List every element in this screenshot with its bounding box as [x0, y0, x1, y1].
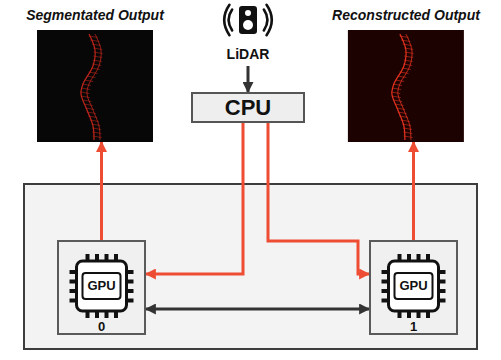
gpu-enclosure: [24, 184, 477, 349]
sound-wave: [267, 5, 272, 35]
speaker-tweeter: [245, 10, 251, 16]
point-cloud-scan: [404, 56, 413, 58]
point-cloud-scan: [81, 88, 90, 90]
data-flow-arrow: [100, 142, 103, 240]
point-cloud-scan: [92, 128, 101, 130]
point-cloud-scan: [403, 132, 412, 134]
point-cloud-edge: [87, 34, 101, 140]
point-cloud-scan: [93, 56, 102, 58]
point-cloud-scan: [92, 44, 101, 46]
point-cloud-scan: [89, 72, 98, 74]
sensor-label: LiDAR: [227, 45, 270, 63]
device-index: 0: [98, 320, 105, 334]
point-cloud-scan: [84, 104, 93, 106]
speaker-woofer: [243, 20, 253, 30]
point-cloud-scan: [403, 64, 412, 66]
segmented-output-image: Segmentated Output: [20, 2, 170, 142]
image-heading: Segmentated Output: [26, 6, 164, 24]
chip-die: [83, 273, 121, 299]
point-cloud-scan: [81, 96, 90, 98]
sound-wave: [229, 10, 233, 31]
point-cloud-scan: [392, 96, 401, 98]
chip-label: GPU: [399, 278, 427, 294]
point-cloud-scan: [92, 64, 101, 66]
data-flow-arrow: [146, 123, 243, 274]
point-cloud-scan: [82, 100, 91, 102]
point-cloud-scan: [91, 124, 100, 126]
data-flow-arrow: [412, 142, 415, 240]
point-cloud-scan: [403, 128, 412, 130]
point-cloud-scan: [88, 116, 97, 118]
device-index: 1: [410, 320, 417, 334]
cpu-box: CPU: [191, 92, 305, 123]
lidar-sensor: LiDAR: [214, 2, 282, 66]
point-cloud-scan: [91, 68, 100, 70]
point-cloud-scan: [90, 120, 99, 122]
chip-body: [389, 261, 439, 311]
point-cloud-scan: [399, 116, 408, 118]
point-cloud-edge: [398, 34, 412, 140]
chip-label: GPU: [87, 278, 115, 294]
point-cloud-scan: [86, 76, 95, 78]
point-cloud-scan: [402, 124, 411, 126]
point-cloud-scan: [89, 36, 98, 38]
point-cloud-scan: [403, 44, 412, 46]
point-cloud-scan: [93, 60, 102, 62]
chip-body: [77, 261, 127, 311]
gpu-box: GPU 1: [369, 240, 458, 335]
point-cloud-scan: [93, 48, 102, 50]
point-cloud-scan: [84, 80, 93, 82]
chip-die: [395, 273, 433, 299]
point-cloud-scan: [404, 60, 413, 62]
point-cloud-scan: [395, 80, 404, 82]
point-cloud-scan: [404, 48, 413, 50]
speaker-body: [239, 6, 257, 34]
gpu-box: GPU 0: [57, 240, 146, 335]
point-cloud-scan: [392, 88, 401, 90]
processor-label: CPU: [225, 94, 271, 121]
point-cloud-scan: [397, 76, 406, 78]
point-cloud-scan: [400, 72, 409, 74]
point-cloud-scan: [92, 132, 101, 134]
point-cloud-scan: [398, 112, 407, 114]
point-cloud-scan: [405, 52, 414, 54]
data-flow-arrow: [268, 123, 369, 274]
image-heading: Reconstructed Output: [332, 6, 480, 24]
point-cloud-scan: [94, 52, 103, 54]
image-ground: [348, 30, 464, 142]
point-cloud-scan: [90, 40, 99, 42]
sound-wave: [264, 10, 268, 31]
point-cloud-scan: [391, 92, 400, 94]
point-cloud-scan: [85, 108, 94, 110]
point-cloud-scan: [396, 108, 405, 110]
point-cloud-scan: [393, 84, 402, 86]
point-cloud-scan: [82, 84, 91, 86]
point-cloud-scan: [395, 104, 404, 106]
point-cloud-scan: [87, 112, 96, 114]
reconstructed-output-image: Reconstructed Output: [330, 2, 482, 142]
sound-wave: [224, 5, 229, 35]
point-cloud-scan: [404, 136, 413, 138]
point-cloud-scan: [401, 120, 410, 122]
image-ground: [37, 30, 153, 142]
point-cloud-scan: [393, 100, 402, 102]
data-flow-arrow: [247, 66, 250, 92]
interconnect-arrow: [146, 308, 369, 311]
point-cloud-scan: [402, 68, 411, 70]
point-cloud-scan: [401, 40, 410, 42]
point-cloud-scan: [93, 136, 102, 138]
point-cloud-scan: [80, 92, 89, 94]
point-cloud-scan: [400, 36, 409, 38]
